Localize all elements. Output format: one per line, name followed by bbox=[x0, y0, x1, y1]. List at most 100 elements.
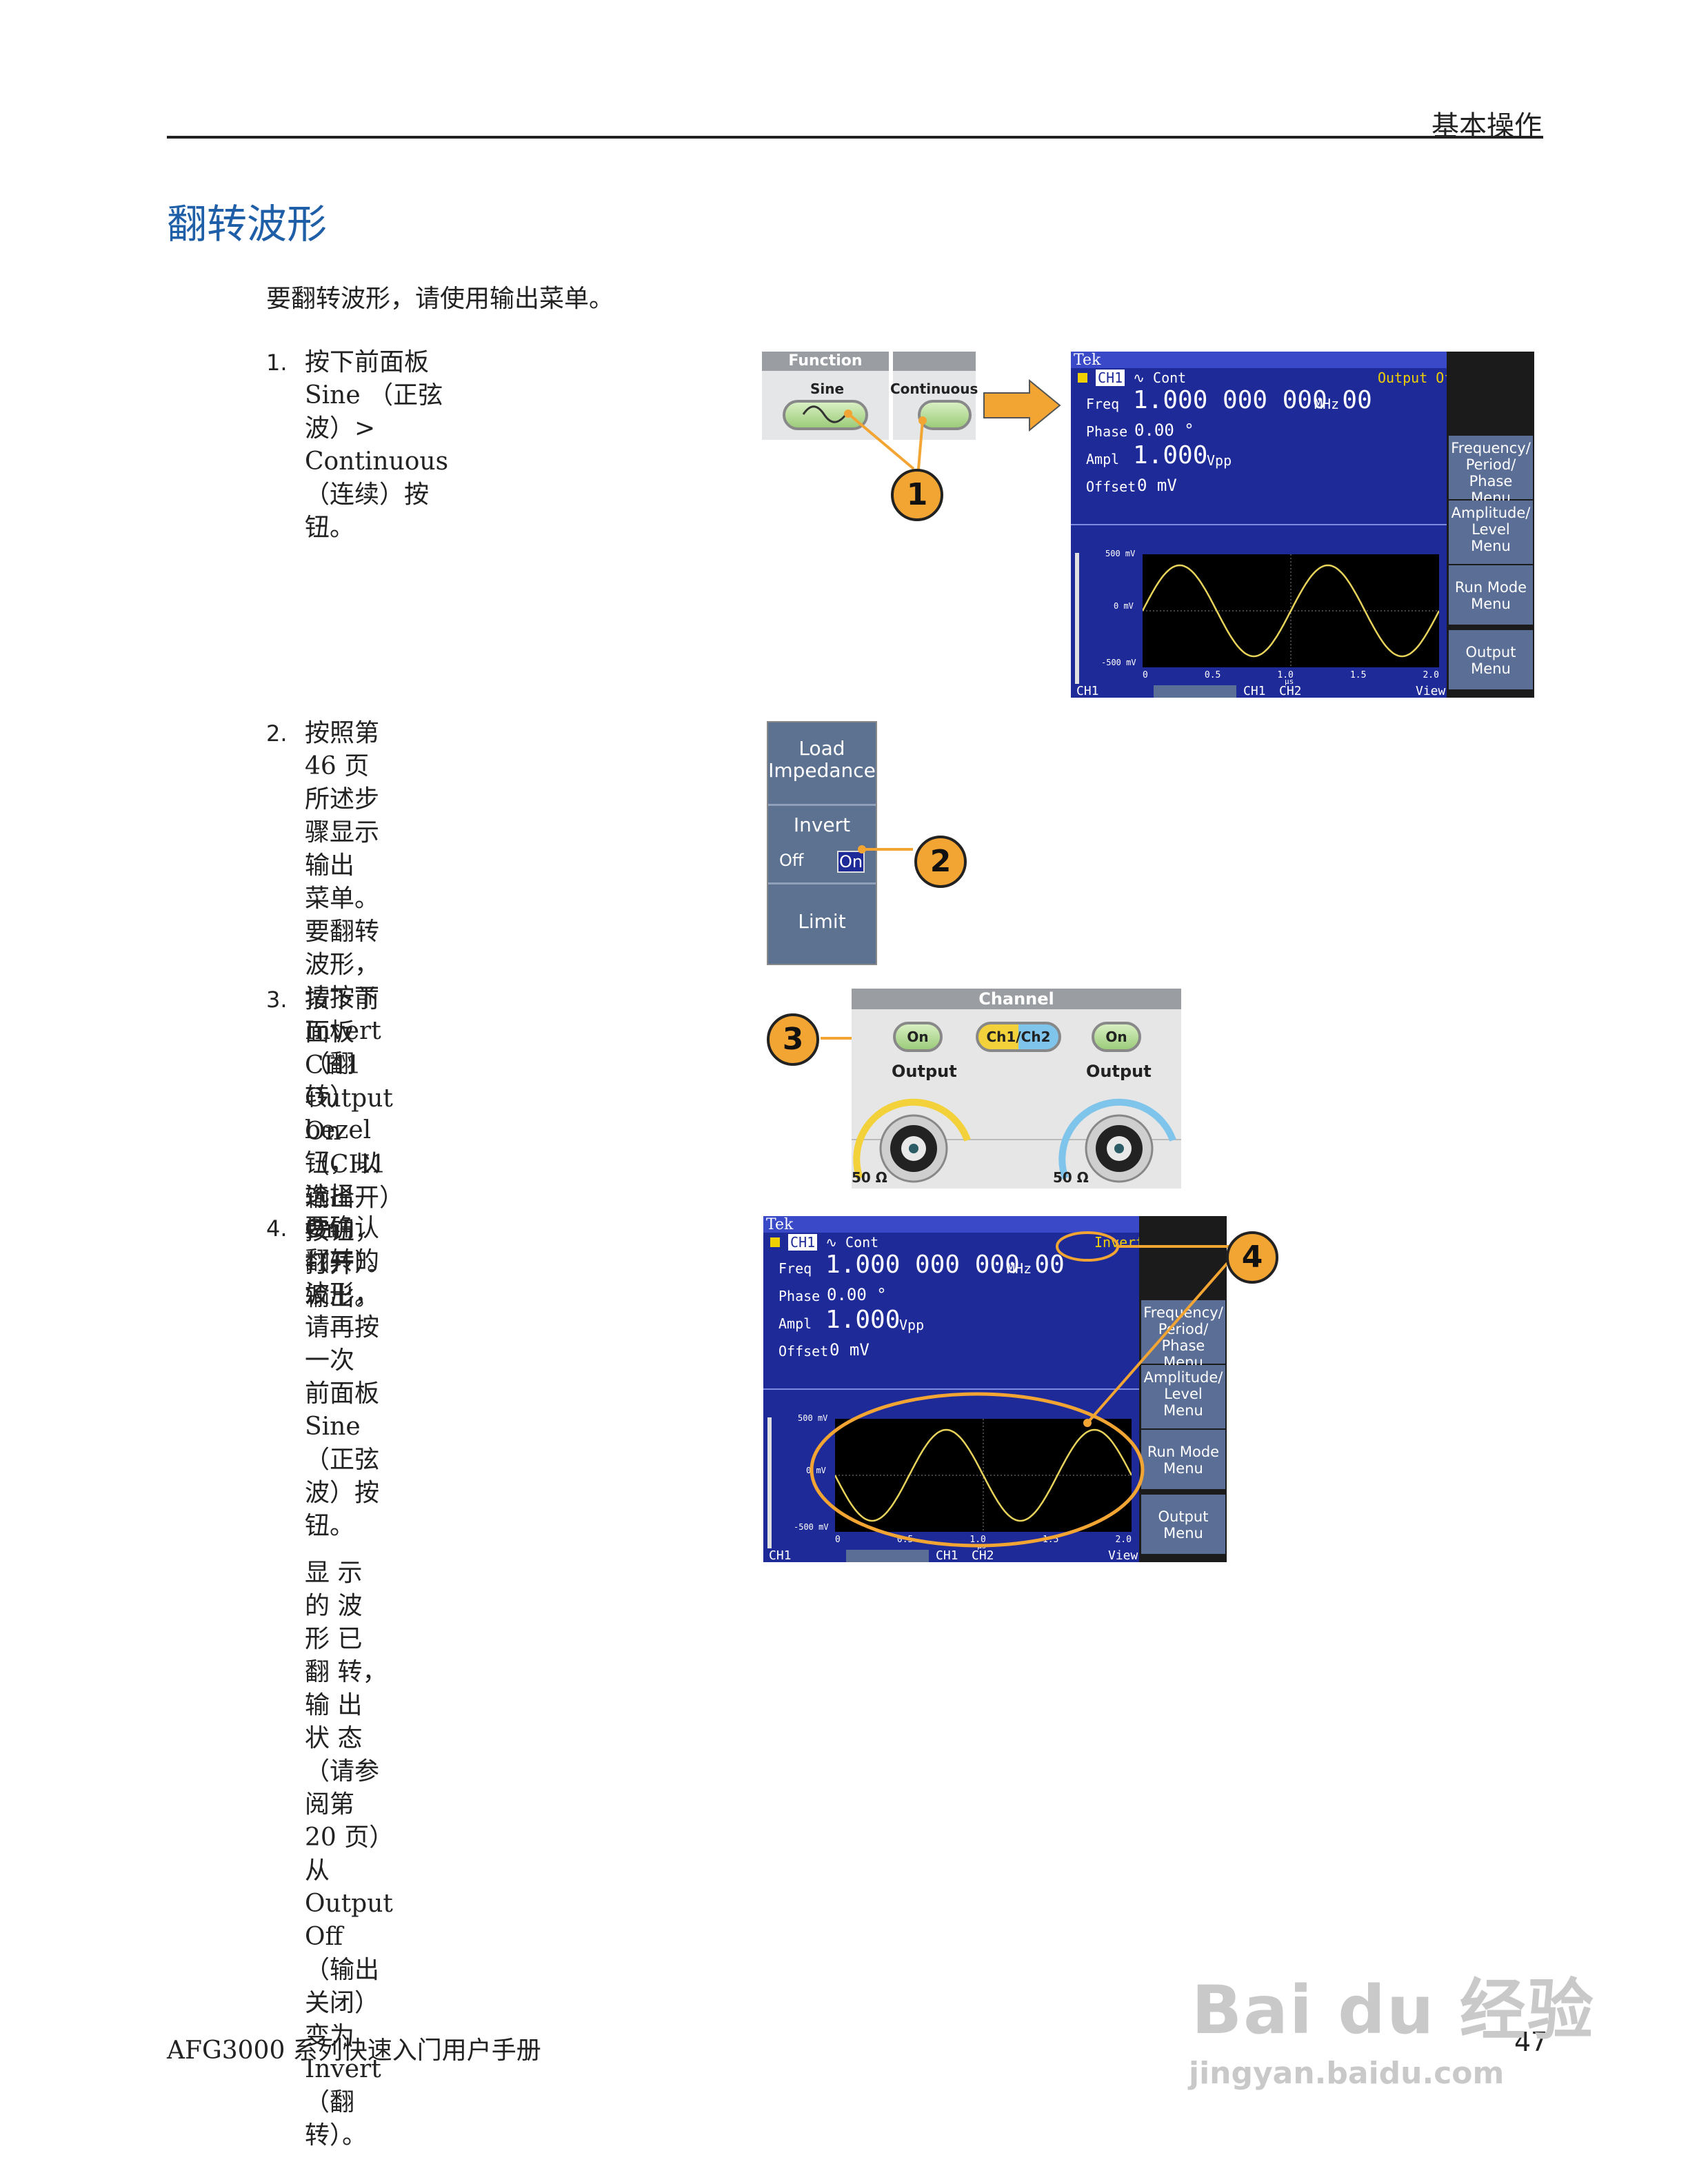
step-line: Invert （翻转） bezel 钮，以选择 bbox=[305, 1017, 381, 1211]
channel-badge: CH1 bbox=[1096, 370, 1125, 386]
watermark-url: jingyan.baidu.com bbox=[1189, 2056, 1505, 2091]
view-button[interactable]: View bbox=[1416, 684, 1446, 698]
limit-button[interactable]: Limit bbox=[798, 910, 846, 933]
ch1-output-on-button[interactable]: On bbox=[893, 1022, 943, 1052]
ch1-ch2-toggle[interactable]: Ch1/Ch2 bbox=[976, 1022, 1061, 1052]
header-rule bbox=[167, 136, 1543, 139]
step-line: 按下前面板 CH1 Output On bbox=[305, 985, 393, 1146]
function-panel: Function Sine Continuous bbox=[762, 352, 978, 441]
continuous-label: Continuous bbox=[890, 381, 978, 397]
function-panel-title: Function bbox=[762, 352, 889, 371]
sine-wave-icon: ∿ bbox=[825, 1234, 837, 1251]
bottom-ch2-tab[interactable]: CH2 bbox=[972, 1548, 994, 1562]
waveform-normal bbox=[1141, 554, 1440, 667]
step-line: 前面板 Sine （正弦波）按钮。 bbox=[305, 1379, 380, 1540]
callout-4-highlights bbox=[810, 1231, 1234, 1548]
brand-label: Tek bbox=[1074, 352, 1101, 369]
sine-wave-icon: ∿ bbox=[1133, 370, 1145, 386]
y-tick: -500 mV bbox=[794, 1522, 829, 1532]
freq-label: Freq bbox=[1086, 396, 1120, 412]
offset-label: Offset bbox=[778, 1343, 829, 1359]
x-unit: μs bbox=[1285, 677, 1294, 686]
bottom-ch1-tab[interactable]: CH1 bbox=[936, 1548, 958, 1562]
step-number: 2. bbox=[266, 720, 288, 747]
invert-button-label[interactable]: Invert bbox=[793, 813, 851, 836]
callout-1-leaders bbox=[844, 410, 927, 470]
invert-off-option[interactable]: Off bbox=[779, 851, 804, 870]
x-tick: 0 bbox=[835, 1535, 841, 1545]
run-mode-menu-button[interactable]: Run Mode Menu bbox=[1141, 1430, 1225, 1489]
watermark-logo: Bai du 经验 bbox=[1192, 1972, 1595, 2049]
x-tick: 2.0 bbox=[1115, 1535, 1132, 1545]
load-impedance-button[interactable]: Load Impedance bbox=[768, 737, 876, 782]
frequency-menu-button[interactable]: Frequency/ Period/ Phase Menu bbox=[1449, 436, 1533, 506]
mode-label: Cont bbox=[1153, 370, 1187, 386]
brand-label: Tek bbox=[766, 1216, 794, 1233]
x-tick: 0 bbox=[1143, 670, 1148, 680]
ampl-label: Ampl bbox=[1086, 451, 1120, 467]
x-tick: 0.5 bbox=[1204, 670, 1221, 680]
run-mode-menu-button[interactable]: Run Mode Menu bbox=[1449, 565, 1533, 625]
level-indicator bbox=[1075, 553, 1079, 684]
offset-label: Offset bbox=[1086, 478, 1136, 495]
offset-value: 0 mV bbox=[830, 1340, 870, 1359]
offset-value: 0 mV bbox=[1137, 476, 1177, 495]
phase-value: 0.00 ° bbox=[827, 1285, 887, 1304]
x-tick: 1.5 bbox=[1349, 670, 1367, 680]
continuous-button[interactable] bbox=[918, 400, 972, 430]
view-button[interactable]: View bbox=[1108, 1548, 1138, 1562]
step-line: 菜单。要翻转波形，请按下 bbox=[305, 884, 380, 1012]
level-indicator bbox=[767, 1417, 772, 1548]
impedance-label-left: 50 Ω bbox=[852, 1169, 887, 1186]
step-number: 4. bbox=[266, 1215, 288, 1242]
step-line: 按照第 46 页所述步骤显示输出 bbox=[305, 719, 380, 880]
waveform-plot bbox=[1141, 554, 1440, 667]
ampl-value: 1.000 bbox=[1133, 441, 1208, 469]
waveform-plot bbox=[834, 1419, 1133, 1532]
output-label-left: Output bbox=[892, 1062, 957, 1081]
sine-button[interactable] bbox=[783, 400, 868, 430]
freq-label: Freq bbox=[778, 1260, 812, 1277]
function-panel-bar bbox=[893, 352, 976, 371]
step-line: 输出。 bbox=[305, 1283, 380, 1311]
bottom-strip: CH1 CH1 CH2 View bbox=[1071, 684, 1447, 698]
channel-panel-title: Channel bbox=[852, 989, 1181, 1009]
freq-unit: MHz bbox=[1007, 1260, 1032, 1277]
bottom-wave-tab[interactable] bbox=[1154, 685, 1236, 698]
sine-wave-icon bbox=[802, 405, 847, 423]
intro-text: 要翻转波形，请使用输出菜单。 bbox=[266, 285, 614, 313]
ch2-toggle-label: Ch2 bbox=[1021, 1029, 1051, 1045]
ampl-value: 1.000 bbox=[825, 1306, 901, 1334]
step-line: （CH1 输出开）按钮，打开 bbox=[305, 1151, 392, 1278]
bottom-ch1-tab[interactable]: CH1 bbox=[1243, 684, 1266, 698]
y-tick: 500 mV bbox=[1105, 549, 1136, 558]
step-note-line: （请参阅第 20 页）从 Output Off bbox=[305, 1757, 393, 1951]
step-line: 要确认翻转的波形，请再按一次 bbox=[305, 1214, 380, 1375]
step-note-line: 显 示 的 波 形 已 翻 转，输 出 状 态 bbox=[305, 1559, 388, 1752]
x-tick: 1.0 bbox=[969, 1535, 986, 1545]
amplitude-menu-button[interactable]: Amplitude/ Level Menu bbox=[1449, 501, 1533, 564]
x-tick: 2.0 bbox=[1423, 670, 1439, 680]
invert-on-option[interactable]: On bbox=[837, 851, 865, 873]
amplitude-menu-button[interactable]: Amplitude/ Level Menu bbox=[1141, 1365, 1225, 1428]
ampl-unit: Vpp bbox=[1207, 452, 1232, 469]
bottom-ch1-label: CH1 bbox=[769, 1548, 792, 1562]
step-note-line: （输出关闭）变为 Invert（翻转）。 bbox=[305, 1956, 381, 2150]
output-menu-button[interactable]: Output Menu bbox=[1449, 630, 1533, 689]
freq-value: 1.000 000 000 00 bbox=[1133, 386, 1372, 414]
phase-label: Phase bbox=[778, 1288, 821, 1304]
freq-unit: MHz bbox=[1314, 396, 1340, 412]
output-menu-button[interactable]: Output Menu bbox=[1141, 1495, 1225, 1554]
x-axis: 0 0.5 1.0 1.5 2.0 bbox=[1143, 670, 1439, 680]
footer-manual-title: AFG3000 系列快速入门用户手册 bbox=[167, 2036, 541, 2065]
channel-color-icon bbox=[1078, 373, 1087, 383]
callout-3: 3 bbox=[767, 1013, 819, 1066]
bottom-strip: CH1 CH1 CH2 View bbox=[763, 1548, 1139, 1562]
output-bezel-menu: Load Impedance Invert Off On Limit bbox=[767, 721, 877, 965]
bottom-ch2-tab[interactable]: CH2 bbox=[1279, 684, 1302, 698]
callout-2: 2 bbox=[914, 836, 967, 888]
y-tick: -500 mV bbox=[1101, 658, 1136, 667]
ch2-output-on-button[interactable]: On bbox=[1092, 1022, 1141, 1052]
bottom-wave-tab[interactable] bbox=[846, 1550, 929, 1562]
y-tick: 0 mV bbox=[1114, 601, 1134, 611]
